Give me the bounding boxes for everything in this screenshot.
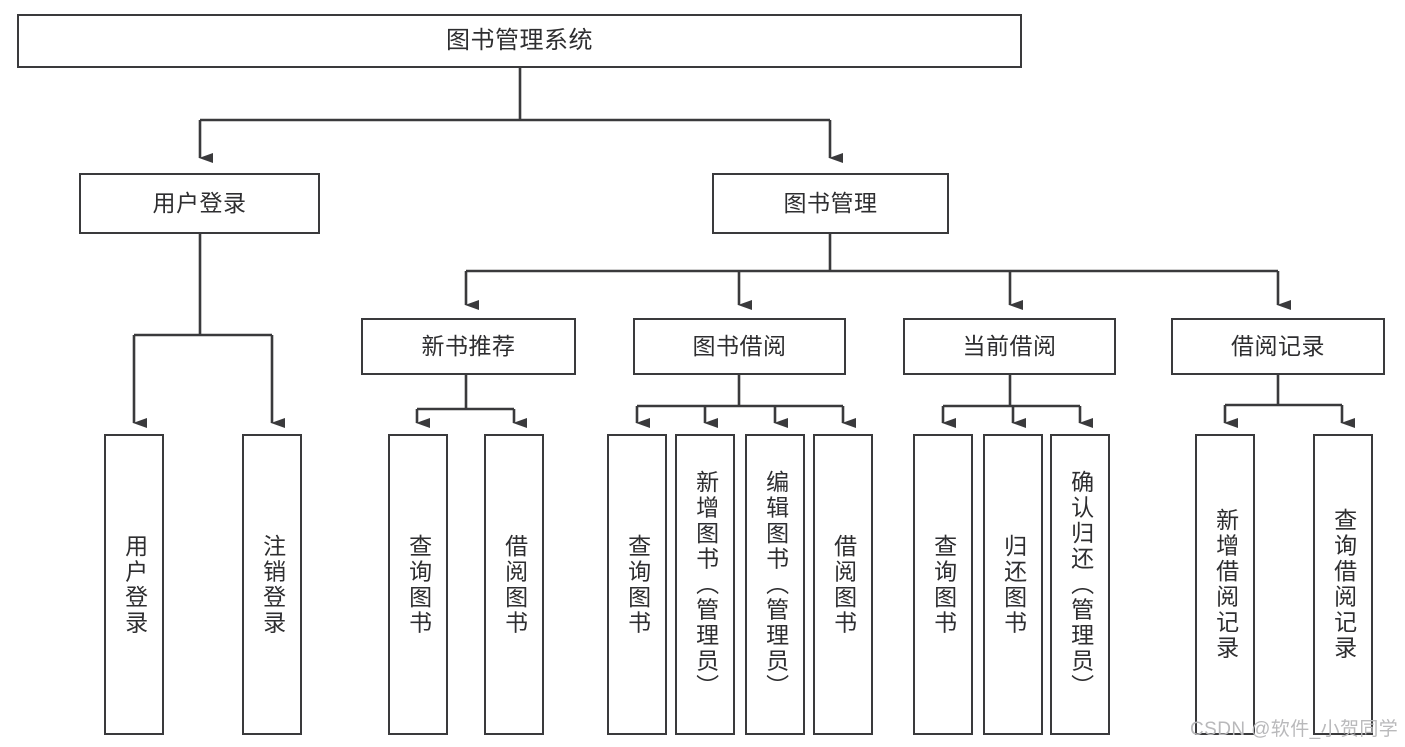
- leaf-records-add-record[interactable]: 新增借阅记录: [1195, 434, 1255, 735]
- node-current-borrow[interactable]: 当前借阅: [903, 318, 1116, 375]
- leaf-current-return-book[interactable]: 归还图书: [983, 434, 1043, 735]
- node-book-management-label: 图书管理: [783, 189, 878, 216]
- leaf-user-login[interactable]: 用户登录: [104, 434, 164, 735]
- node-book-borrow-label: 图书借阅: [692, 332, 787, 359]
- leaf-records-add-record-label: 新增借阅记录: [1212, 508, 1239, 661]
- leaf-recommend-search-book-label: 查询图书: [405, 533, 432, 636]
- leaf-records-search-record-label: 查询借阅记录: [1330, 508, 1357, 661]
- node-borrow-records[interactable]: 借阅记录: [1171, 318, 1385, 375]
- csdn-watermark: CSDN @软件_小贺同学: [1190, 719, 1399, 740]
- leaf-user-logout[interactable]: 注销登录: [242, 434, 302, 735]
- node-book-borrow[interactable]: 图书借阅: [633, 318, 846, 375]
- node-user-login-label: 用户登录: [152, 189, 247, 216]
- leaf-borrow-borrow-book-label: 借阅图书: [830, 533, 857, 636]
- leaf-current-return-book-label: 归还图书: [1000, 533, 1027, 636]
- leaf-current-search-book-label: 查询图书: [930, 533, 957, 636]
- leaf-borrow-search-book[interactable]: 查询图书: [607, 434, 667, 735]
- node-new-book-recommend-label: 新书推荐: [421, 332, 516, 359]
- leaf-user-login-label: 用户登录: [121, 533, 148, 636]
- node-current-borrow-label: 当前借阅: [962, 332, 1057, 359]
- leaf-recommend-borrow-book-label: 借阅图书: [501, 533, 528, 636]
- leaf-borrow-add-book-label: 新增图书（管理员）: [692, 469, 719, 700]
- leaf-current-confirm-return-label: 确认归还（管理员）: [1067, 469, 1094, 700]
- leaf-user-logout-label: 注销登录: [259, 533, 286, 636]
- leaf-borrow-edit-book[interactable]: 编辑图书（管理员）: [745, 434, 805, 735]
- node-user-login[interactable]: 用户登录: [79, 173, 320, 234]
- node-new-book-recommend[interactable]: 新书推荐: [361, 318, 576, 375]
- leaf-recommend-search-book[interactable]: 查询图书: [388, 434, 448, 735]
- leaf-recommend-borrow-book[interactable]: 借阅图书: [484, 434, 544, 735]
- leaf-borrow-borrow-book[interactable]: 借阅图书: [813, 434, 873, 735]
- node-root[interactable]: 图书管理系统: [17, 14, 1022, 68]
- leaf-records-search-record[interactable]: 查询借阅记录: [1313, 434, 1373, 735]
- leaf-borrow-add-book[interactable]: 新增图书（管理员）: [675, 434, 735, 735]
- node-book-management[interactable]: 图书管理: [712, 173, 949, 234]
- leaf-borrow-edit-book-label: 编辑图书（管理员）: [762, 469, 789, 700]
- node-borrow-records-label: 借阅记录: [1231, 332, 1325, 359]
- leaf-current-confirm-return[interactable]: 确认归还（管理员）: [1050, 434, 1110, 735]
- node-root-label: 图书管理系统: [446, 26, 593, 54]
- leaf-borrow-search-book-label: 查询图书: [624, 533, 651, 636]
- leaf-current-search-book[interactable]: 查询图书: [913, 434, 973, 735]
